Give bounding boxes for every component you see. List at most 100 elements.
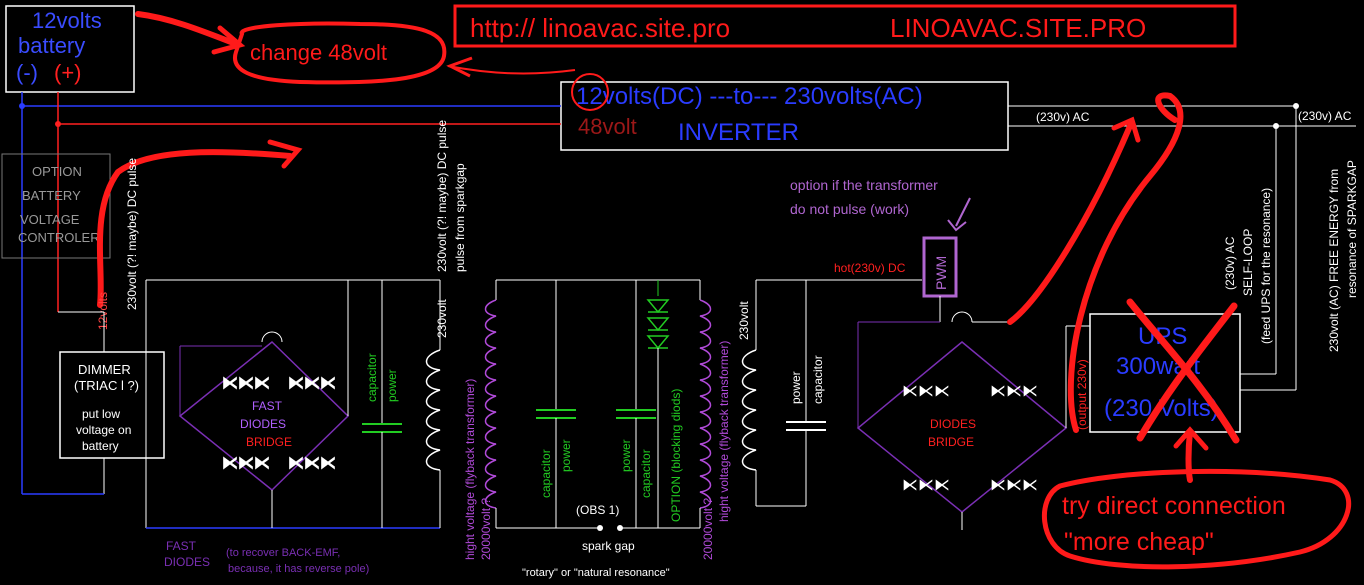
left-bridge-l1: FAST	[252, 399, 283, 413]
battery-box	[5, 5, 135, 93]
opt-l3: VOLTAGE	[20, 212, 80, 227]
inverter-box	[560, 81, 1009, 151]
label-obs: (OBS 1)	[576, 503, 619, 517]
scribble-direct-1	[1007, 123, 1133, 325]
diode-icon: ⧔⧔⧔	[288, 375, 336, 392]
option-blocking-label: OPTION (blocking diods)	[669, 389, 683, 522]
coil-left-hv	[484, 299, 497, 509]
node-positive	[55, 121, 61, 127]
option-arrow	[955, 197, 971, 227]
scribble-direct-2	[1067, 92, 1184, 433]
spark-gap-electrode-a	[597, 525, 603, 531]
diode-icon: ⧔⧔⧔	[990, 383, 1038, 400]
cap4-label-b: capacitor	[811, 355, 825, 404]
dimmer-l5: battery	[82, 439, 119, 453]
ups-cross-b	[1136, 302, 1238, 442]
scribble-arrowhead-3	[1111, 116, 1141, 143]
coil-right-hv	[699, 299, 712, 509]
scribble-arrowhead-48	[446, 56, 473, 78]
battery-line2: battery	[18, 33, 85, 58]
header-brand: LINOAVAC.SITE.PRO	[890, 13, 1146, 43]
dimmer-box	[59, 351, 165, 459]
fast-diodes-l4: because, it has reverse pole)	[228, 563, 369, 575]
scribble-line-48	[447, 65, 576, 75]
right-bridge-l1: DIODES	[930, 417, 976, 431]
coil-right-primary	[741, 349, 757, 471]
scribble-arrowhead-4	[1173, 426, 1209, 451]
right-bridge-jump	[951, 311, 973, 323]
cap4-label-a: power	[789, 371, 803, 404]
note-option-1: option if the transformer	[790, 177, 938, 193]
label-12volts: 12volts	[96, 292, 110, 330]
inverter-title: 12volts(DC) ---to--- 230volts(AC)	[576, 83, 923, 110]
dimmer-l3: put low	[82, 407, 120, 421]
battery-plus: (+)	[54, 60, 82, 85]
label-230v-right: 230volt	[737, 301, 751, 340]
fast-diodes-l1: FAST	[166, 539, 197, 553]
hv-left-label-2: 20000volt ?	[479, 498, 493, 560]
label-pulse-spark-1: 230volt (?! maybe) DC pulse	[435, 120, 449, 272]
option-controller-box	[1, 153, 111, 259]
label-pulse-dc: 230volt (?! maybe) DC pulse	[125, 158, 139, 310]
node-negative	[19, 103, 25, 109]
opt-l2: BATTERY	[22, 188, 81, 203]
diode-icon	[646, 335, 670, 350]
right-bridge-l2: BRIDGE	[928, 435, 974, 449]
self-loop-3: (feed UPS for the resonance)	[1259, 188, 1273, 344]
pwm-label: PWM	[933, 256, 949, 290]
diode-icon: ⧔⧔⧔	[902, 477, 950, 494]
opt-l1: OPTION	[32, 164, 82, 179]
label-spark-gap: spark gap	[582, 539, 635, 553]
cap2-label-b: power	[559, 439, 573, 472]
scribble-arrowhead-2	[267, 139, 303, 169]
label-output-230: (output 230v)	[1075, 359, 1089, 430]
dimmer-l4: voltage on	[76, 423, 131, 437]
self-loop-2: SELF-LOOP	[1241, 229, 1255, 296]
free-energy-2: resonance of SPARKGAP	[1345, 160, 1359, 298]
right-bridge-diodes: ⧔⧔⧔ ⧔⧔⧔ ⧔⧔⧔ ⧔⧔⧔	[902, 383, 1038, 494]
inverter-48: 48volt	[578, 114, 637, 139]
note-option-2: do not pulse (work)	[790, 201, 909, 217]
label-hot-dc: hot(230v) DC	[834, 261, 906, 275]
dimmer-l1: DIMMER	[78, 362, 131, 377]
battery-minus: (-)	[16, 60, 38, 85]
note-try-direct-1: try direct connection	[1062, 492, 1286, 520]
diode-icon	[646, 299, 670, 314]
note-change48: change 48volt	[250, 40, 387, 65]
change-48-circle	[232, 21, 447, 85]
cap3-label-a: power	[619, 439, 633, 472]
inverter-12-circle	[571, 73, 609, 111]
cap1-label-a: capacitor	[365, 353, 379, 402]
fast-diodes-l2: DIODES	[164, 555, 210, 569]
diode-icon: ⧔⧔⧔	[222, 375, 270, 392]
inverter-out2-label: (230v) AC	[1298, 109, 1352, 123]
cap1-label-b: power	[385, 369, 399, 402]
cap2-label-a: capacitor	[539, 449, 553, 498]
scribble-up	[1185, 429, 1193, 483]
self-loop-1: (230v) AC	[1223, 236, 1237, 290]
hv-left-label-1: hight voltage (flyback transformer)	[463, 379, 477, 560]
header-url[interactable]: http:// linoavac.site.pro	[470, 13, 730, 43]
diode-icon: ⧔⧔⧔	[222, 455, 270, 472]
inverter-out1-label: (230v) AC	[1036, 110, 1090, 124]
cap3-label-b: capacitor	[639, 449, 653, 498]
label-230v-left: 230volt	[435, 299, 449, 338]
label-pulse-spark-2: pulse from sparkgap	[453, 163, 467, 272]
left-bridge-l3: BRIDGE	[246, 435, 292, 449]
ups-cross-a	[1126, 298, 1240, 444]
scribble-arrow-1	[135, 11, 239, 47]
option-arrowhead	[947, 219, 967, 232]
inverter-label: INVERTER	[678, 119, 799, 146]
header-box	[453, 4, 1237, 48]
left-bridge-diodes: ⧔⧔⧔ ⧔⧔⧔ ⧔⧔⧔ ⧔⧔⧔	[222, 375, 337, 473]
try-direct-circle	[1041, 468, 1351, 570]
diode-icon: ⧔⧔⧔	[990, 477, 1038, 494]
dimmer-l2: (TRIAC l ?)	[74, 378, 139, 393]
left-bridge-jump	[261, 331, 283, 343]
diode-icon	[646, 317, 670, 332]
coil-left-primary	[425, 349, 441, 471]
diode-icon: ⧔⧔⧔	[288, 455, 336, 472]
diode-icon: ⧔⧔⧔	[902, 383, 950, 400]
